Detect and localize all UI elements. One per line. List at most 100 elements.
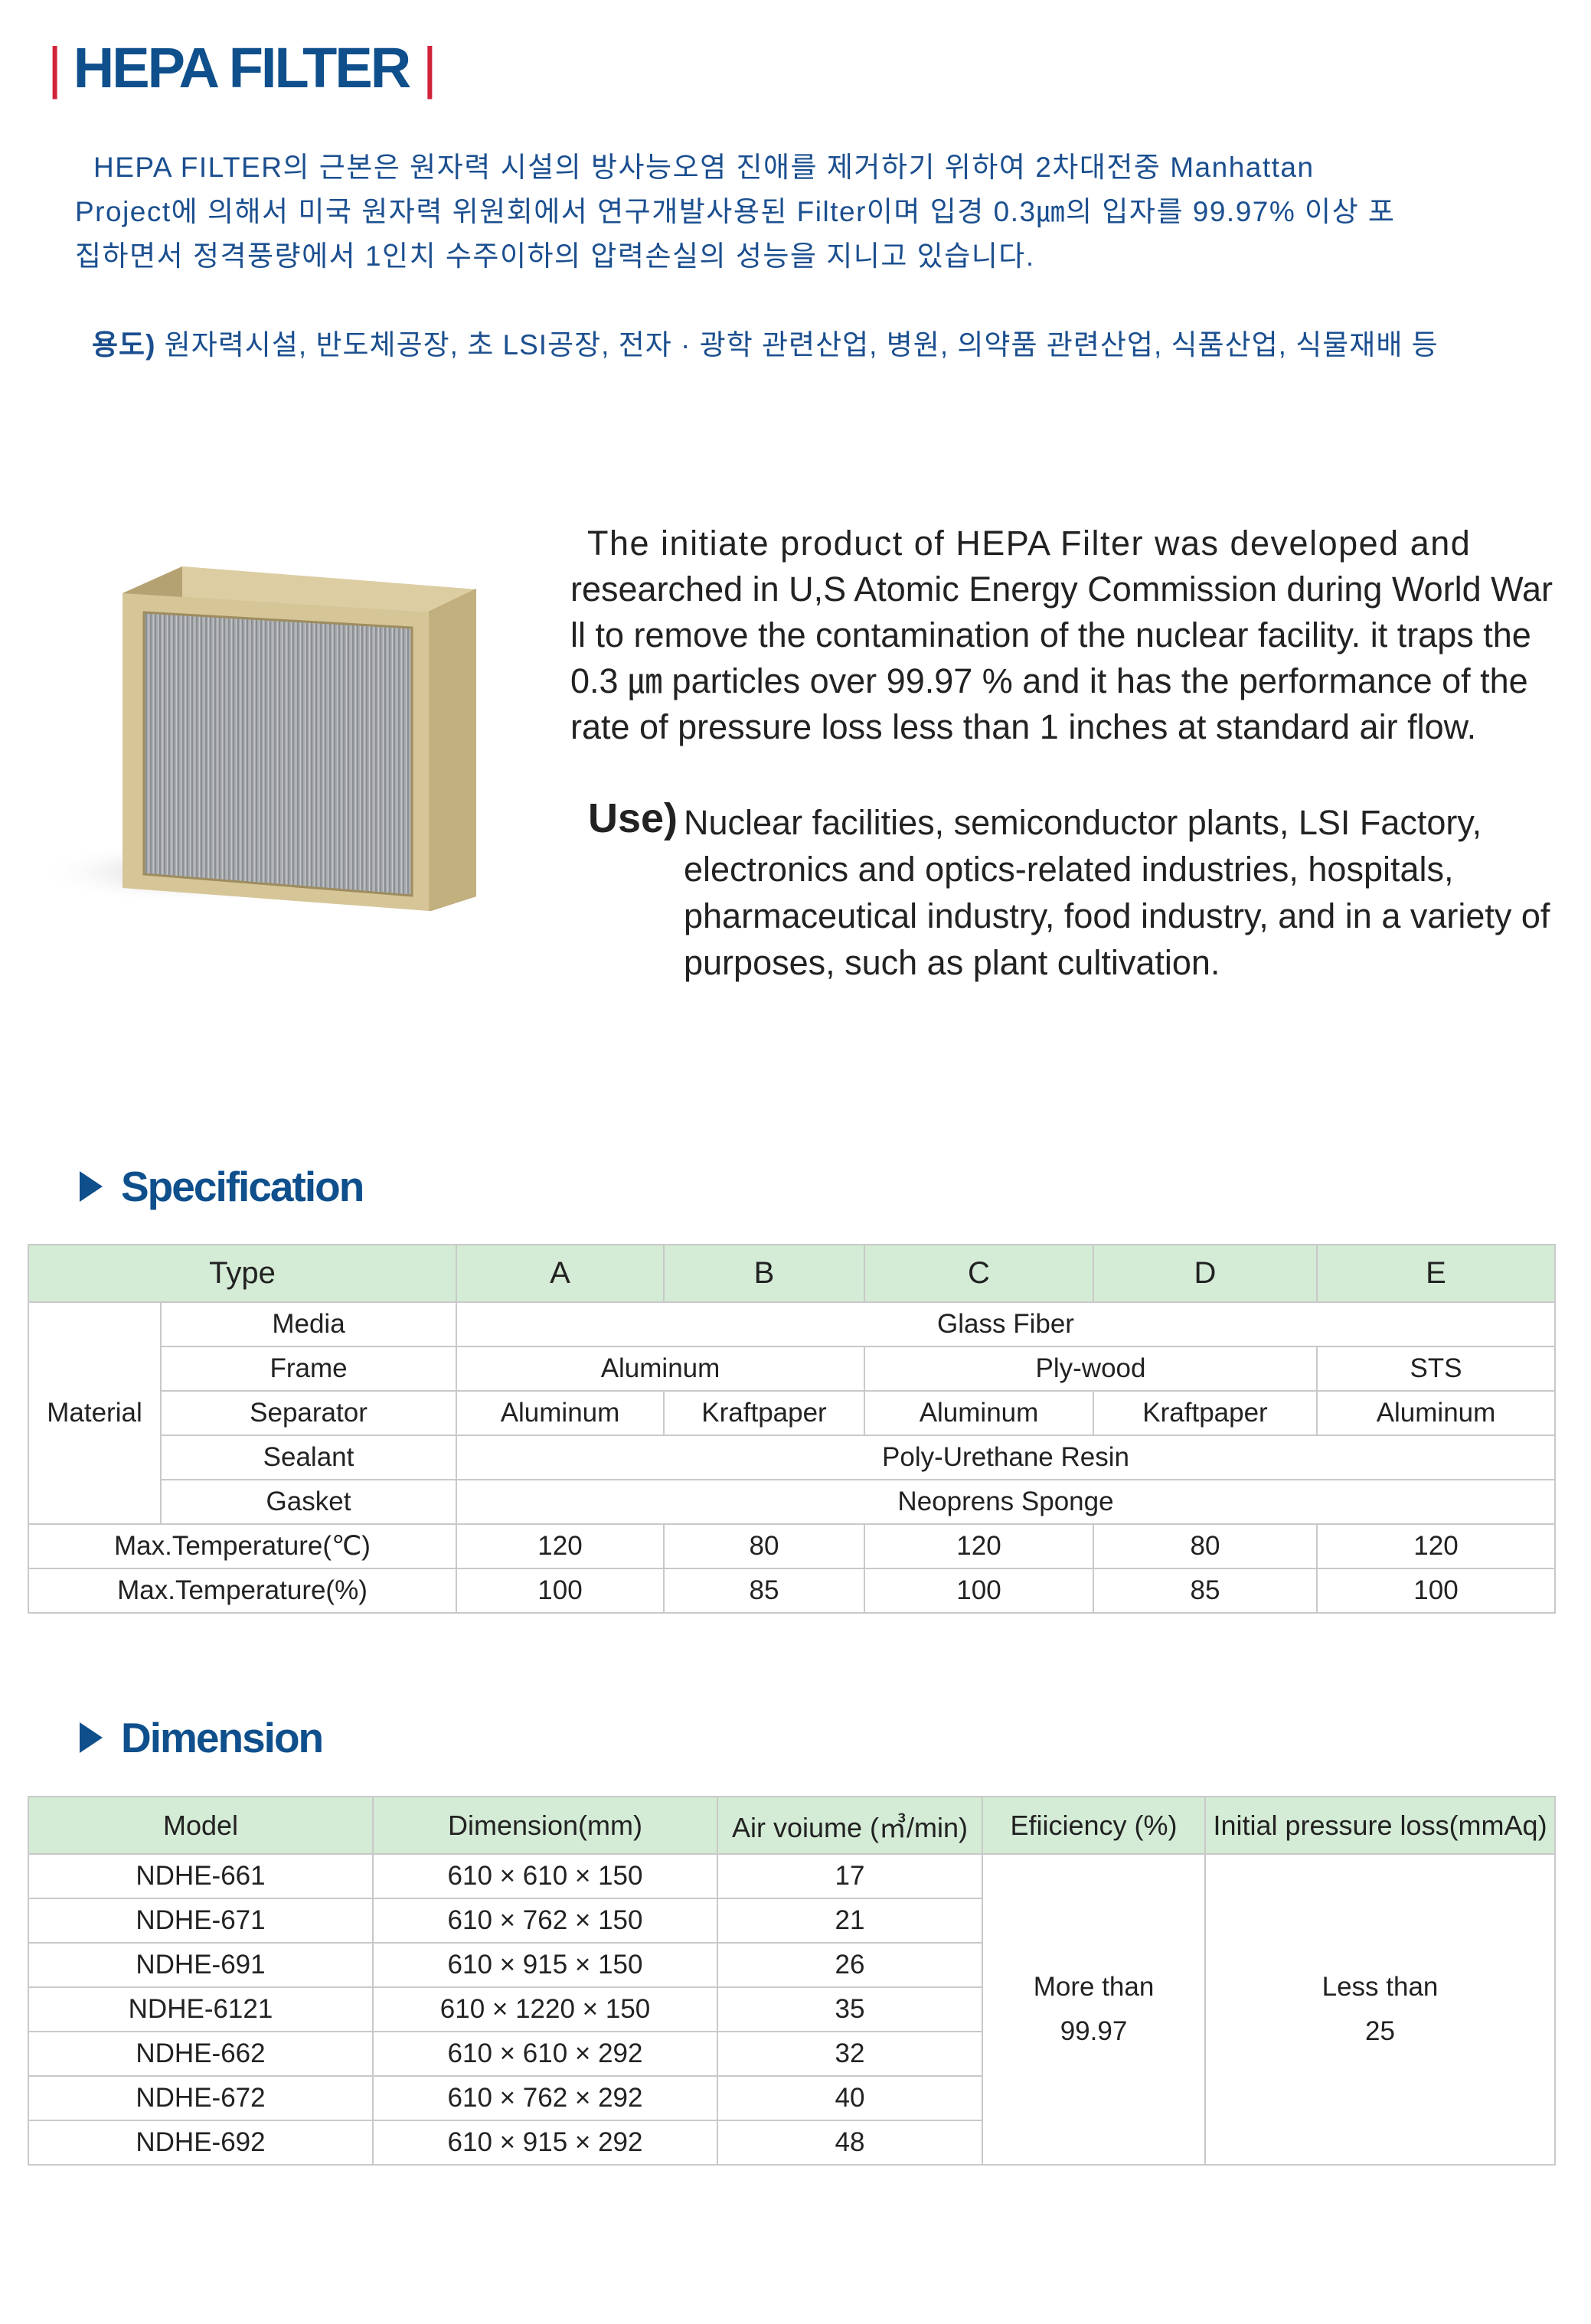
row-label: Media: [160, 1301, 457, 1347]
dimension-cell: 610 × 915 × 150: [372, 1942, 718, 1988]
header-cell: Initial pressure loss(mmAq): [1204, 1796, 1556, 1855]
dimension-cell: 610 × 762 × 292: [372, 2075, 718, 2121]
row-label: Gasket: [160, 1479, 457, 1525]
row-label: Separator: [160, 1390, 457, 1436]
korean-use-label: 용도): [92, 329, 156, 361]
dimension-heading: Dimension: [80, 1713, 324, 1762]
table-row: NDHE-662 610 × 610 × 292 32: [28, 2031, 1555, 2077]
table-row: NDHE-6121 610 × 1220 × 150 35: [28, 1986, 1555, 2032]
header-cell: Dimension(mm): [372, 1796, 718, 1855]
korean-intro: HEPA FILTER의 근본은 원자력 시설의 방사능오염 진애를 제거하기 …: [75, 145, 1553, 279]
dimension-cell: 610 × 1220 × 150: [372, 1986, 718, 2032]
table-row: Frame Aluminum Ply-wood STS: [28, 1346, 1556, 1392]
table-row: Separator Aluminum Kraftpaper Aluminum K…: [28, 1390, 1556, 1436]
title-bar-right: |: [422, 36, 437, 100]
table-cell: 80: [1093, 1523, 1318, 1569]
english-intro: The initiate product of HEPA Filter was …: [570, 521, 1554, 750]
model-cell: NDHE-661: [28, 1853, 374, 1899]
table-row: Max.Temperature(%) 100 85 100 85 100: [28, 1568, 1556, 1614]
header-cell: E: [1316, 1244, 1556, 1303]
table-cell: Ply-wood: [864, 1346, 1318, 1392]
korean-intro-line: 집하면서 정격풍량에서 1인치 수주이하의 압력손실의 성능을 지니고 있습니다…: [75, 240, 1035, 272]
page-title: | HEPA FILTER |: [47, 35, 437, 100]
dimension-cell: 610 × 610 × 292: [372, 2031, 718, 2077]
header-cell: B: [663, 1244, 865, 1303]
korean-intro-line: HEPA FILTER의 근본은 원자력 시설의 방사능오염 진애를 제거하기 …: [93, 152, 1315, 183]
air-volume-cell: 26: [717, 1942, 983, 1988]
model-cell: NDHE-692: [28, 2120, 374, 2166]
header-cell: Air voiume (㎥/min): [717, 1796, 983, 1855]
table-cell: Kraftpaper: [1093, 1390, 1318, 1436]
table-cell: 120: [1316, 1523, 1556, 1569]
english-use-line: pharmaceutical industry, food industry, …: [684, 896, 1550, 935]
english-use-text: Nuclear facilities, semiconductor plants…: [684, 799, 1554, 986]
pressure-loss-line: 25: [1365, 2016, 1395, 2046]
english-intro-line: ll to remove the contamination of the nu…: [570, 615, 1531, 654]
table-cell: Aluminum: [456, 1346, 865, 1392]
pressure-loss-cell: Less than 25: [1204, 1853, 1556, 2166]
table-cell: 100: [1316, 1568, 1556, 1614]
model-cell: NDHE-6121: [28, 1986, 374, 2032]
table-header-row: Model Dimension(mm) Air voiume (㎥/min) E…: [28, 1796, 1556, 1855]
dimension-cell: 610 × 610 × 150: [372, 1853, 718, 1899]
efficiency-line: 99.97: [1060, 2016, 1128, 2046]
table-header-row: Type A B C D E: [28, 1244, 1556, 1303]
table-cell: Glass Fiber: [456, 1301, 1556, 1347]
row-label: Max.Temperature(℃): [28, 1523, 457, 1569]
table-row: Sealant Poly-Urethane Resin: [28, 1435, 1556, 1480]
triangle-bullet-icon: [80, 1722, 103, 1753]
dimension-cell: 610 × 915 × 292: [372, 2120, 718, 2166]
english-use-line: electronics and optics-related industrie…: [684, 850, 1454, 889]
table-cell: Aluminum: [1316, 1390, 1556, 1436]
table-cell: 120: [456, 1523, 665, 1569]
english-use-line: purposes, such as plant cultivation.: [684, 943, 1220, 982]
english-use-label: Use): [588, 795, 678, 841]
dimension-cell: 610 × 762 × 150: [372, 1898, 718, 1944]
material-label: Material: [28, 1301, 162, 1525]
title-bar-left: |: [47, 36, 62, 100]
table-cell: 100: [864, 1568, 1094, 1614]
korean-use: 용도) 원자력시설, 반도체공장, 초 LSI공장, 전자 · 광학 관련산업,…: [92, 322, 1439, 363]
table-row: NDHE-691 610 × 915 × 150 26: [28, 1942, 1555, 1988]
table-row: Gasket Neoprens Sponge: [28, 1479, 1556, 1525]
specification-heading-text: Specification: [121, 1163, 364, 1210]
table-cell: 85: [1093, 1568, 1318, 1614]
row-label: Frame: [160, 1346, 457, 1392]
model-cell: NDHE-662: [28, 2031, 374, 2077]
air-volume-cell: 17: [717, 1853, 983, 1899]
korean-use-text: 원자력시설, 반도체공장, 초 LSI공장, 전자 · 광학 관련산업, 병원,…: [155, 329, 1439, 361]
efficiency-line: More than: [1033, 1972, 1155, 2002]
air-volume-cell: 21: [717, 1898, 983, 1944]
dimension-heading-text: Dimension: [121, 1714, 324, 1761]
title-text: HEPA FILTER: [73, 36, 411, 100]
table-cell: Aluminum: [864, 1390, 1094, 1436]
table-row: Max.Temperature(℃) 120 80 120 80 120: [28, 1523, 1556, 1569]
table-row: NDHE-661 610 × 610 × 150 17 More than 99…: [28, 1853, 1556, 2166]
english-intro-line: rate of pressure loss less than 1 inches…: [570, 707, 1477, 746]
header-cell: Type: [28, 1244, 457, 1303]
table-row: Material Media Glass Fiber: [28, 1301, 1556, 1525]
table-cell: Poly-Urethane Resin: [456, 1435, 1556, 1480]
table-cell: 100: [456, 1568, 665, 1614]
efficiency-cell: More than 99.97: [982, 1853, 1206, 2166]
model-cell: NDHE-672: [28, 2075, 374, 2121]
row-label: Sealant: [160, 1435, 457, 1480]
pressure-loss-line: Less than: [1321, 1972, 1439, 2002]
table-cell: Aluminum: [456, 1390, 665, 1436]
english-intro-line: The initiate product of HEPA Filter was …: [587, 524, 1472, 563]
table-row: NDHE-671 610 × 762 × 150 21: [28, 1898, 1555, 1944]
table-cell: 85: [663, 1568, 865, 1614]
model-cell: NDHE-691: [28, 1942, 374, 1988]
air-volume-cell: 35: [717, 1986, 983, 2032]
header-cell: Efiiciency (%): [982, 1796, 1206, 1855]
header-cell: Model: [28, 1796, 374, 1855]
dimension-table: Model Dimension(mm) Air voiume (㎥/min) E…: [28, 1796, 1556, 2166]
row-label: Max.Temperature(%): [28, 1568, 457, 1614]
english-use-line: Nuclear facilities, semiconductor plants…: [684, 803, 1482, 842]
triangle-bullet-icon: [80, 1171, 103, 1202]
specification-table: Type A B C D E Material Media Glass Fibe…: [28, 1244, 1556, 1614]
air-volume-cell: 40: [717, 2075, 983, 2121]
table-cell: STS: [1316, 1346, 1556, 1392]
header-cell: A: [456, 1244, 665, 1303]
specification-heading: Specification: [80, 1162, 364, 1211]
